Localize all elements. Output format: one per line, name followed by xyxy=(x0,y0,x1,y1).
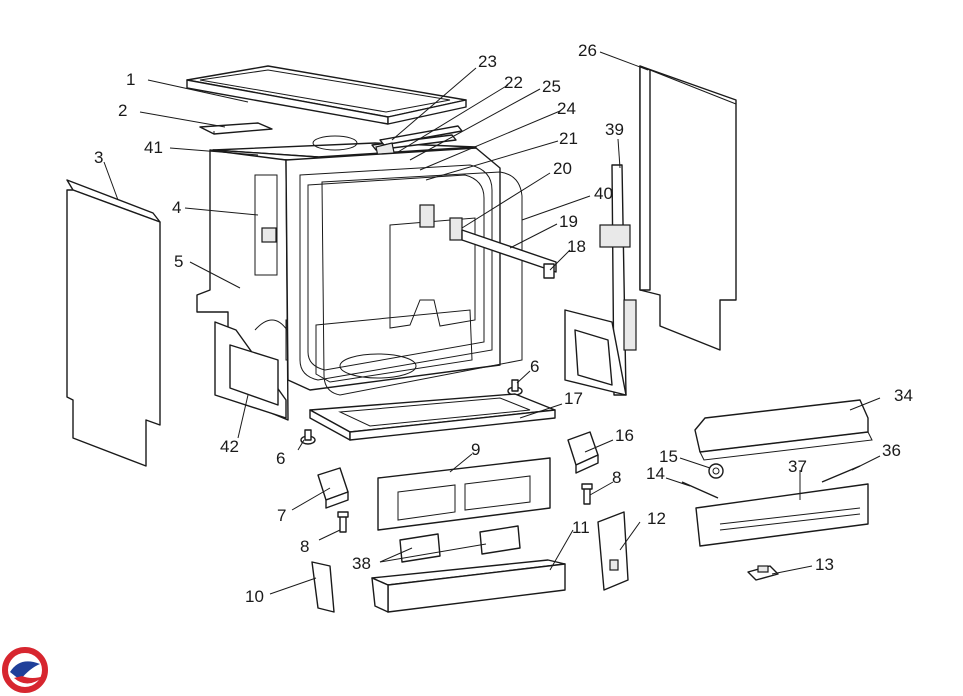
label-11: 11 xyxy=(572,518,590,537)
part-front-frame-right xyxy=(564,164,637,396)
label-36: 36 xyxy=(882,441,901,460)
label-10: 10 xyxy=(245,587,264,606)
label-3: 3 xyxy=(94,148,103,167)
label-26: 26 xyxy=(578,41,597,60)
label-7: 7 xyxy=(277,506,286,525)
label-21: 21 xyxy=(559,129,578,148)
label-41: 41 xyxy=(144,138,163,157)
part-screw-right xyxy=(581,483,593,505)
label-9: 9 xyxy=(471,440,480,459)
leader-lines xyxy=(103,51,881,595)
part-control-box xyxy=(597,511,629,591)
part-dispenser-bracket xyxy=(419,204,463,241)
part-kick-plate xyxy=(377,457,551,531)
label-38: 38 xyxy=(352,554,371,573)
logo-red-swirl xyxy=(14,676,44,684)
part-rail xyxy=(461,229,557,273)
part-screw-left xyxy=(337,511,349,533)
part-knob xyxy=(708,463,724,479)
label-8b: 8 xyxy=(300,537,309,556)
label-37: 37 xyxy=(788,457,807,476)
part-upper-trim xyxy=(694,399,873,461)
label-16: 16 xyxy=(615,426,634,445)
label-6a: 6 xyxy=(530,357,539,376)
label-20: 20 xyxy=(553,159,572,178)
label-42: 42 xyxy=(220,437,239,456)
label-5: 5 xyxy=(174,252,183,271)
part-small-cover xyxy=(311,561,335,613)
label-8a: 8 xyxy=(612,468,621,487)
label-1: 1 xyxy=(126,70,135,89)
part-foot-lower xyxy=(300,429,316,445)
label-14: 14 xyxy=(646,464,665,483)
part-foot-upper xyxy=(507,379,523,396)
part-left-side-panel xyxy=(66,179,161,467)
part-rod xyxy=(681,481,719,499)
part-strip xyxy=(199,122,273,135)
part-bracket-left xyxy=(317,467,349,509)
label-6b: 6 xyxy=(276,449,285,468)
label-2: 2 xyxy=(118,101,127,120)
label-22: 22 xyxy=(504,73,523,92)
part-right-side-panel xyxy=(639,65,737,351)
label-12: 12 xyxy=(647,509,666,528)
part-front-frame-left xyxy=(214,321,287,419)
brand-logo xyxy=(2,647,48,693)
label-34: 34 xyxy=(894,386,913,405)
label-17: 17 xyxy=(564,389,583,408)
label-40: 40 xyxy=(594,184,613,203)
label-39: 39 xyxy=(605,120,624,139)
label-19: 19 xyxy=(559,212,578,231)
logo-red-ring xyxy=(2,647,48,693)
label-18: 18 xyxy=(567,237,586,256)
logo-blue-swirl xyxy=(10,661,40,680)
label-23: 23 xyxy=(478,52,497,71)
label-13: 13 xyxy=(815,555,834,574)
part-pads xyxy=(399,525,521,563)
part-small-bracket xyxy=(747,565,779,581)
part-tub-cavity xyxy=(285,147,501,391)
part-clip xyxy=(543,263,555,279)
label-24: 24 xyxy=(557,99,576,118)
label-15: 15 xyxy=(659,447,678,466)
part-bracket-right xyxy=(567,431,599,474)
part-lower-panel xyxy=(695,483,869,547)
callout-labels: 1 2 3 4 5 6 6 7 8 8 9 10 11 12 13 14 15 … xyxy=(94,41,913,606)
part-top-panel xyxy=(186,65,467,125)
part-door-seal xyxy=(321,171,523,396)
part-base-tray xyxy=(309,393,556,441)
label-4: 4 xyxy=(172,198,181,217)
label-25: 25 xyxy=(542,77,561,96)
part-front-cover xyxy=(371,559,566,613)
